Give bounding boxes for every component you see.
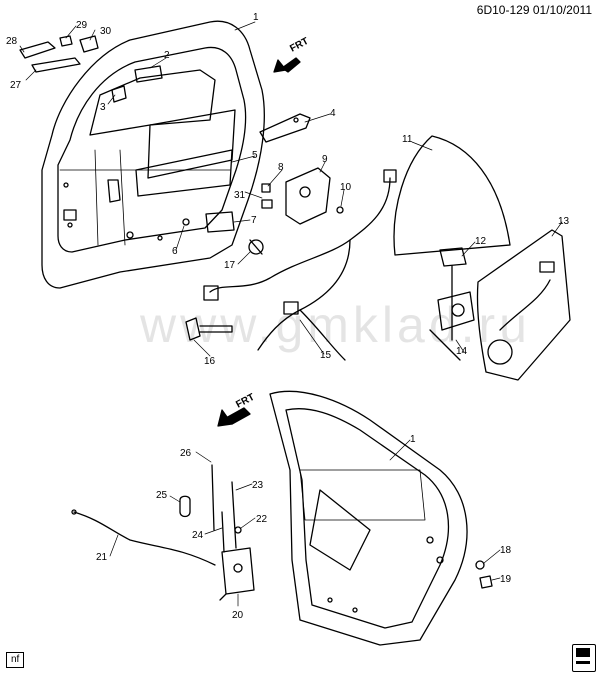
part-10-fastener: [336, 206, 344, 214]
frt-label-upper: FRT: [288, 36, 310, 55]
part-6-fastener: [182, 218, 190, 226]
window-glass: [393, 135, 511, 256]
callout-24: 24: [192, 530, 204, 541]
frt-arrow-lower: [217, 407, 251, 427]
frt-label-lower: FRT: [234, 392, 256, 411]
part-18-plug: [475, 560, 485, 570]
callout-4: 4: [330, 108, 336, 119]
door-check: [185, 317, 233, 341]
callout-18: 18: [500, 545, 512, 556]
window-regulator: [429, 247, 475, 361]
door-frame-upper: [41, 20, 265, 289]
callout-19: 19: [500, 574, 512, 585]
callout-6: 6: [172, 246, 178, 257]
callout-8: 8: [278, 162, 284, 173]
door-frame-lower: [269, 390, 468, 646]
part-22-fastener: [234, 526, 242, 534]
callout-9: 9: [322, 154, 328, 165]
callout-29: 29: [76, 20, 88, 31]
small-clips: [261, 183, 273, 209]
footer-tag: nf: [6, 652, 25, 668]
callout-17: 17: [224, 260, 236, 271]
callout-27: 27: [10, 80, 22, 91]
lock-rod-23: [231, 481, 237, 549]
callout-12: 12: [475, 236, 487, 247]
callout-5: 5: [252, 150, 258, 161]
gm-logo: [572, 644, 596, 672]
callout-28: 28: [6, 36, 18, 47]
wiring-harness: [203, 169, 397, 361]
callout-21: 21: [96, 552, 108, 563]
grommet: [248, 239, 264, 255]
callout-30: 30: [100, 26, 112, 37]
callout-11: 11: [402, 134, 413, 145]
lock-rod-26: [211, 464, 215, 531]
handle-bracket-parts: [111, 65, 163, 103]
callout-23: 23: [252, 480, 264, 491]
leader-lines: [19, 21, 563, 607]
callout-7: 7: [251, 215, 257, 226]
door-latch: [219, 547, 255, 601]
callout-20: 20: [232, 610, 244, 621]
window-panel: [135, 109, 236, 197]
speaker-bracket: [285, 167, 331, 225]
part-19-bolt: [479, 575, 493, 589]
callout-1-lower: 1: [410, 434, 416, 445]
callout-26: 26: [180, 448, 192, 459]
callout-14: 14: [456, 346, 468, 357]
callout-22: 22: [256, 514, 268, 525]
callout-25: 25: [156, 490, 168, 501]
callout-31: 31: [234, 190, 246, 201]
door-inner-panel: [476, 229, 571, 381]
diagram-id: 6D10-129 01/10/2011: [476, 3, 592, 17]
callout-15: 15: [320, 350, 332, 361]
lock-rod-bracket: [259, 113, 311, 143]
callout-10: 10: [340, 182, 352, 193]
gm-logo-mark: [576, 648, 590, 657]
callout-3: 3: [100, 102, 106, 113]
frt-arrow-upper: [273, 57, 301, 73]
callout-13: 13: [558, 216, 570, 227]
lock-rod-24: [221, 511, 225, 553]
callout-16: 16: [204, 356, 216, 367]
callout-2: 2: [164, 50, 170, 61]
callout-1-upper: 1: [253, 12, 259, 23]
release-cable: [71, 509, 216, 566]
gm-logo-bar: [576, 661, 590, 664]
grommet-25: [179, 495, 191, 518]
callout-labels: 1 2 3 4 5 6 7 8 9 10 11 12 13 14 15 16 1…: [6, 12, 570, 621]
outside-handle-parts: [19, 35, 99, 73]
control-module: [205, 211, 235, 233]
